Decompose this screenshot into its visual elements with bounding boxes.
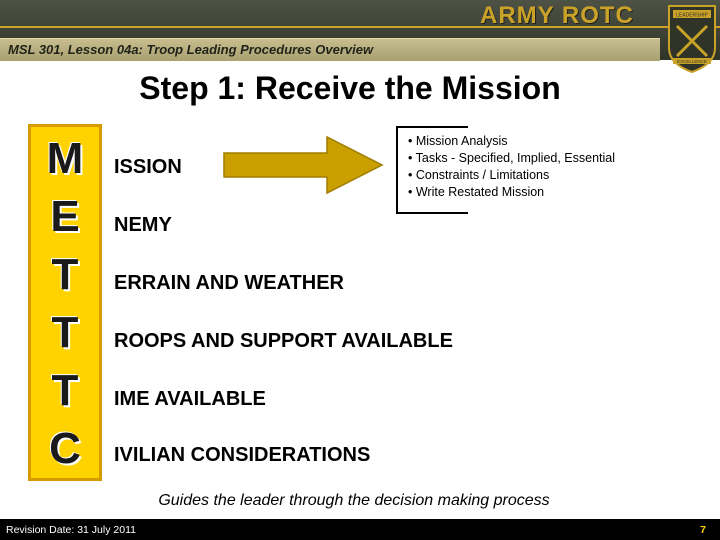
acronym-word-mission: ISSION bbox=[114, 156, 182, 178]
acronym-word-time: IME AVAILABLE bbox=[114, 388, 266, 410]
mission-analysis-list: • Mission Analysis • Tasks - Specified, … bbox=[408, 133, 615, 201]
revision-date: Revision Date: 31 July 2011 bbox=[6, 524, 136, 536]
list-item: • Tasks - Specified, Implied, Essential bbox=[408, 151, 616, 165]
list-item: • Mission Analysis bbox=[408, 134, 508, 148]
acronym-word-terrain: ERRAIN AND WEATHER bbox=[114, 272, 344, 294]
list-item: • Write Restated Mission bbox=[408, 185, 545, 199]
list-item: • Constraints / Limitations bbox=[408, 168, 550, 182]
acronym-letter: M bbox=[46, 134, 84, 183]
rotc-shield-icon: LEADERSHIP EXCELLENCE bbox=[668, 5, 716, 74]
right-arrow-icon bbox=[223, 135, 384, 195]
lesson-subtitle: MSL 301, Lesson 04a: Troop Leading Proce… bbox=[8, 42, 374, 57]
slide-title: Step 1: Receive the Mission bbox=[139, 70, 561, 106]
page-number: 7 bbox=[700, 524, 706, 536]
acronym-letter: E bbox=[50, 192, 80, 241]
army-rotc-logo: ARMY ROTC bbox=[480, 2, 634, 29]
acronym-letter: T bbox=[51, 250, 79, 299]
acronym-letter: T bbox=[51, 366, 79, 415]
acronym-word-troops: ROOPS AND SUPPORT AVAILABLE bbox=[114, 330, 453, 352]
header-stripe bbox=[0, 26, 720, 28]
caption: Guides the leader through the decision m… bbox=[158, 492, 550, 509]
subtitle-bar bbox=[0, 38, 660, 61]
bullet-bracket bbox=[396, 126, 468, 214]
shield-bottom-text: EXCELLENCE bbox=[677, 59, 707, 64]
acronym-word-enemy: NEMY bbox=[114, 214, 172, 236]
acronym-word-civilian: IVILIAN CONSIDERATIONS bbox=[114, 444, 371, 466]
acronym-letter: C bbox=[49, 424, 81, 473]
shield-top-text: LEADERSHIP bbox=[676, 13, 708, 19]
acronym-letter: T bbox=[51, 308, 79, 357]
footer-bar bbox=[0, 519, 720, 540]
mettc-letter-column: M E T T T C bbox=[28, 124, 102, 481]
